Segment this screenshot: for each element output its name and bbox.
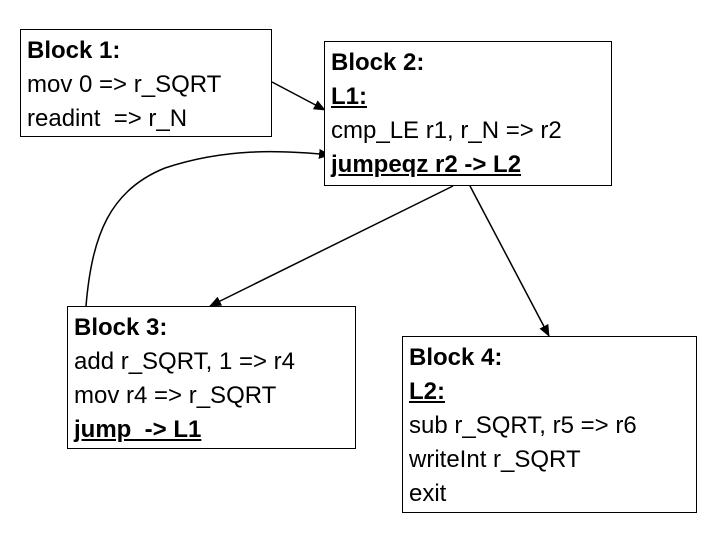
- edge-block1-block2: [271, 81, 326, 111]
- block-1-line-2: readint => r_N: [27, 105, 188, 132]
- block-2-label: L1:: [331, 83, 367, 110]
- edge-block2-block4: [469, 185, 550, 337]
- block-2-line-1: cmp_LE r1, r_N => r2: [331, 117, 562, 144]
- block-2-title: Block 2:: [331, 49, 425, 76]
- block-4-line-3: exit: [409, 480, 447, 507]
- block-2-jump: jumpeqz r2 -> L2: [331, 151, 522, 178]
- block-4-line-1: sub r_SQRT, r5 => r6: [409, 412, 637, 439]
- block-1-line-1: mov 0 => r_SQRT: [27, 71, 222, 98]
- block-3-jump: jump -> L1: [74, 416, 202, 443]
- block-3: Block 3: add r_SQRT, 1 => r4 mov r4 => r…: [67, 306, 356, 449]
- block-3-title: Block 3:: [74, 314, 168, 341]
- edge-block3-block2: [85, 148, 331, 307]
- block-3-line-1: add r_SQRT, 1 => r4: [74, 348, 296, 375]
- block-3-line-2: mov r4 => r_SQRT: [74, 382, 277, 409]
- block-4-title: Block 4:: [409, 344, 503, 371]
- block-4: Block 4: L2: sub r_SQRT, r5 => r6 writeI…: [402, 336, 697, 513]
- block-1: Block 1: mov 0 => r_SQRT readint => r_N: [20, 29, 272, 137]
- block-1-title: Block 1:: [27, 37, 121, 64]
- block-2: Block 2: L1: cmp_LE r1, r_N => r2 jumpeq…: [324, 41, 612, 186]
- edge-block2-block3: [209, 185, 454, 307]
- block-4-label: L2:: [409, 378, 445, 405]
- block-4-line-2: writeInt r_SQRT: [409, 446, 581, 473]
